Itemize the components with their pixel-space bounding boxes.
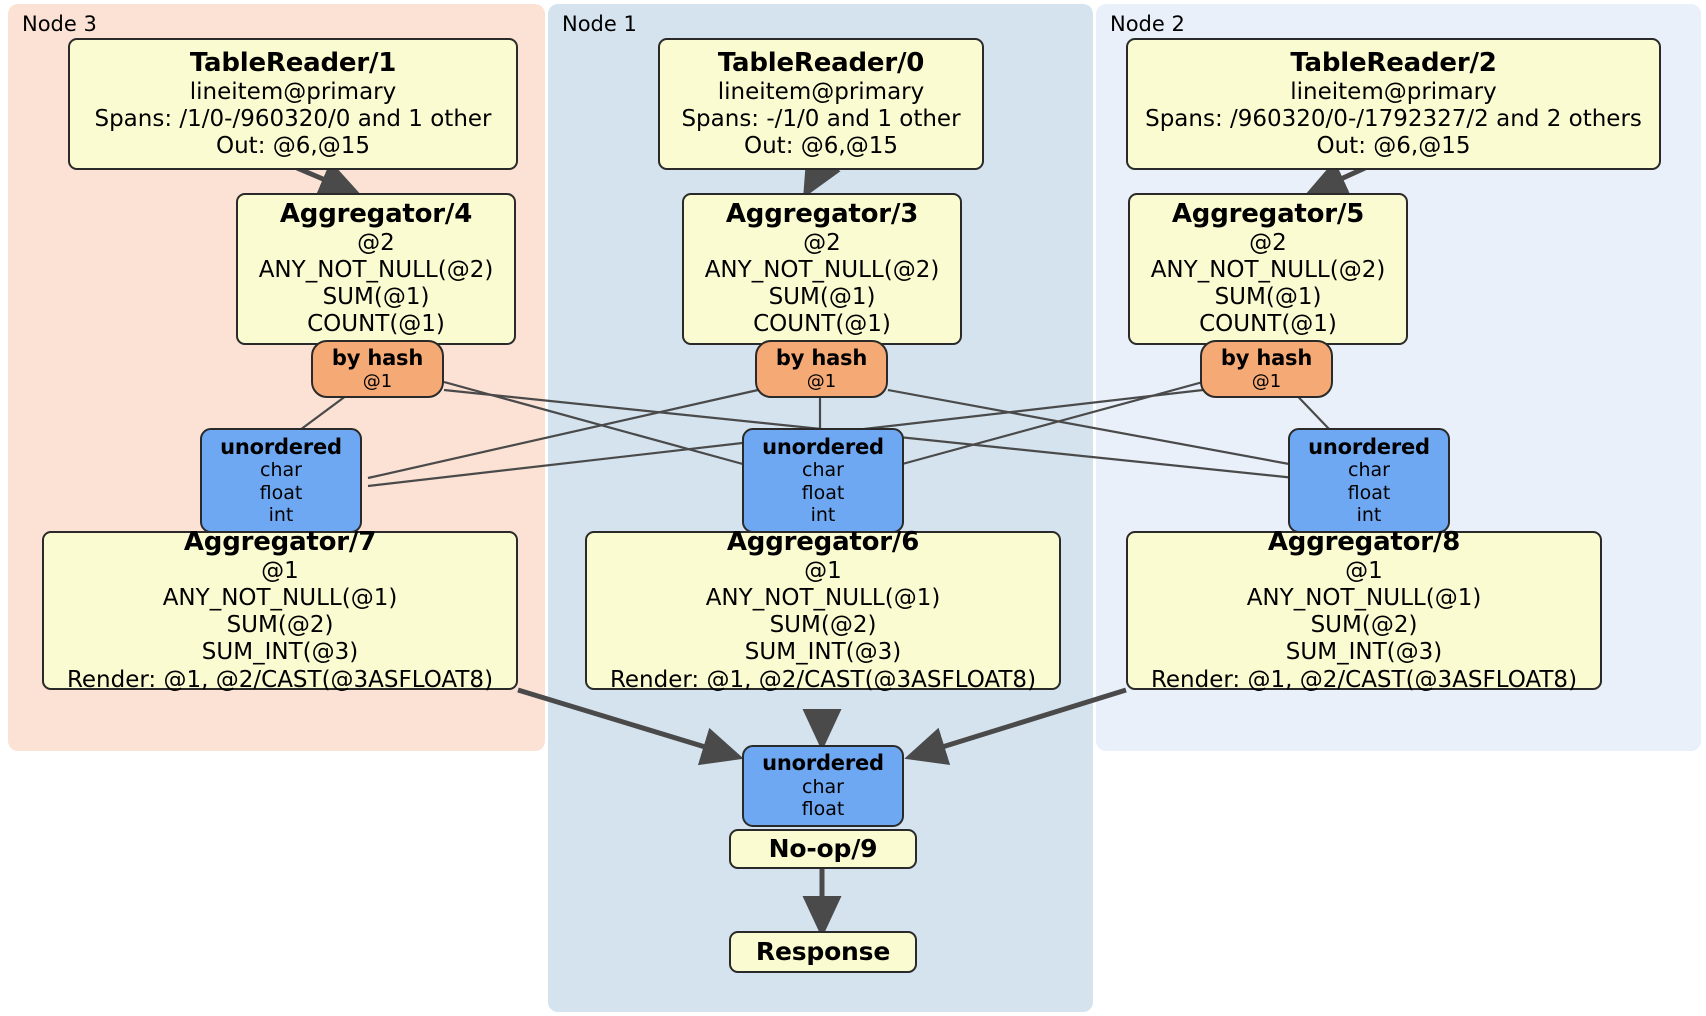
- processor-detail: @2: [357, 230, 395, 257]
- receiver-title: unordered: [762, 434, 884, 459]
- router-title: by hash: [331, 346, 424, 370]
- processor-detail: ANY_NOT_NULL(@1): [705, 585, 941, 612]
- receiver-title: unordered: [1308, 434, 1430, 459]
- processor-detail: Render: @1, @2/CAST(@3ASFLOAT8): [609, 666, 1037, 693]
- processor-detail: Spans: -/1/0 and 1 other: [681, 105, 961, 132]
- router-detail: @1: [806, 370, 837, 392]
- processor-detail: SUM(@2): [769, 612, 877, 639]
- processor-detail: COUNT(@1): [1199, 311, 1337, 338]
- processor-detail: Spans: /960320/0-/1792327/2 and 2 others: [1145, 105, 1642, 132]
- processor-aggregator-6[interactable]: Aggregator/6 @1 ANY_NOT_NULL(@1) SUM(@2)…: [585, 527, 1061, 693]
- processor-detail: ANY_NOT_NULL(@1): [1246, 585, 1482, 612]
- processor-detail: @1: [804, 558, 842, 585]
- processor-title: Response: [755, 937, 891, 967]
- receiver-detail: float: [259, 481, 303, 504]
- processor-detail: SUM(@1): [322, 284, 430, 311]
- processor-detail: Spans: /1/0-/960320/0 and 1 other: [94, 105, 492, 132]
- processor-title: Aggregator/7: [183, 527, 377, 558]
- receiver-unordered-left[interactable]: unordered char float int: [200, 428, 362, 533]
- receiver-detail: float: [801, 798, 845, 821]
- processor-detail: COUNT(@1): [753, 311, 891, 338]
- router-title: by hash: [775, 346, 868, 370]
- router-title: by hash: [1220, 346, 1313, 370]
- processor-detail: Out: @6,@15: [1316, 132, 1471, 159]
- processor-noop-9[interactable]: No-op/9: [729, 829, 917, 869]
- processor-detail: SUM_INT(@3): [201, 639, 359, 666]
- processor-response[interactable]: Response: [729, 931, 917, 973]
- receiver-detail: char: [802, 775, 844, 798]
- cluster-label-node-3: Node 3: [22, 12, 97, 36]
- receiver-detail: char: [802, 459, 844, 482]
- receiver-detail: int: [1356, 504, 1382, 527]
- router-detail: @1: [362, 370, 393, 392]
- processor-detail: lineitem@primary: [189, 78, 397, 105]
- processor-aggregator-4[interactable]: Aggregator/4 @2 ANY_NOT_NULL(@2) SUM(@1)…: [236, 193, 516, 345]
- processor-title: Aggregator/6: [726, 527, 920, 558]
- processor-detail: SUM_INT(@3): [1285, 639, 1443, 666]
- processor-title: TableReader/0: [717, 47, 925, 78]
- processor-detail: Out: @6,@15: [216, 132, 370, 159]
- receiver-title: unordered: [220, 434, 342, 459]
- processor-detail: @1: [1345, 558, 1383, 585]
- router-by-hash-center[interactable]: by hash @1: [755, 340, 888, 398]
- processor-tablereader-1[interactable]: TableReader/1 lineitem@primary Spans: /1…: [68, 38, 518, 170]
- router-by-hash-right[interactable]: by hash @1: [1200, 340, 1333, 398]
- cluster-label-node-2: Node 2: [1110, 12, 1185, 36]
- processor-detail: Render: @1, @2/CAST(@3ASFLOAT8): [66, 666, 494, 693]
- processor-detail: ANY_NOT_NULL(@2): [258, 257, 494, 284]
- processor-title: No-op/9: [768, 834, 878, 864]
- processor-detail: @2: [1249, 230, 1287, 257]
- processor-title: Aggregator/5: [1171, 199, 1365, 230]
- processor-title: Aggregator/4: [279, 199, 473, 230]
- processor-detail: ANY_NOT_NULL(@2): [704, 257, 940, 284]
- processor-detail: @2: [803, 230, 841, 257]
- receiver-detail: char: [1348, 459, 1390, 482]
- processor-detail: SUM(@1): [768, 284, 876, 311]
- receiver-unordered-final[interactable]: unordered char float: [742, 745, 904, 827]
- processor-detail: SUM(@2): [1310, 612, 1418, 639]
- cluster-label-node-1: Node 1: [562, 12, 637, 36]
- processor-detail: lineitem@primary: [1290, 78, 1497, 105]
- processor-detail: lineitem@primary: [717, 78, 925, 105]
- processor-detail: ANY_NOT_NULL(@2): [1150, 257, 1386, 284]
- processor-aggregator-7[interactable]: Aggregator/7 @1 ANY_NOT_NULL(@1) SUM(@2)…: [42, 527, 518, 693]
- processor-aggregator-8[interactable]: Aggregator/8 @1 ANY_NOT_NULL(@1) SUM(@2)…: [1126, 527, 1602, 693]
- processor-detail: Out: @6,@15: [744, 132, 898, 159]
- processor-tablereader-0[interactable]: TableReader/0 lineitem@primary Spans: -/…: [658, 38, 984, 170]
- receiver-detail: char: [260, 459, 302, 482]
- receiver-detail: float: [801, 481, 845, 504]
- processor-aggregator-5[interactable]: Aggregator/5 @2 ANY_NOT_NULL(@2) SUM(@1)…: [1128, 193, 1408, 345]
- processor-detail: SUM(@1): [1214, 284, 1322, 311]
- processor-title: TableReader/1: [189, 47, 397, 78]
- receiver-detail: float: [1347, 481, 1391, 504]
- processor-detail: COUNT(@1): [307, 311, 445, 338]
- processor-detail: SUM(@2): [226, 612, 334, 639]
- processor-detail: ANY_NOT_NULL(@1): [162, 585, 398, 612]
- processor-detail: @1: [261, 558, 299, 585]
- router-by-hash-left[interactable]: by hash @1: [311, 340, 444, 398]
- receiver-unordered-right[interactable]: unordered char float int: [1288, 428, 1450, 533]
- processor-title: TableReader/2: [1290, 47, 1497, 78]
- processor-detail: Render: @1, @2/CAST(@3ASFLOAT8): [1150, 666, 1578, 693]
- processor-title: Aggregator/3: [725, 199, 919, 230]
- receiver-detail: int: [810, 504, 836, 527]
- processor-title: Aggregator/8: [1267, 527, 1461, 558]
- receiver-detail: int: [268, 504, 294, 527]
- processor-detail: SUM_INT(@3): [744, 639, 902, 666]
- processor-aggregator-3[interactable]: Aggregator/3 @2 ANY_NOT_NULL(@2) SUM(@1)…: [682, 193, 962, 345]
- router-detail: @1: [1251, 370, 1282, 392]
- receiver-unordered-center[interactable]: unordered char float int: [742, 428, 904, 533]
- processor-tablereader-2[interactable]: TableReader/2 lineitem@primary Spans: /9…: [1126, 38, 1661, 170]
- receiver-title: unordered: [762, 751, 884, 776]
